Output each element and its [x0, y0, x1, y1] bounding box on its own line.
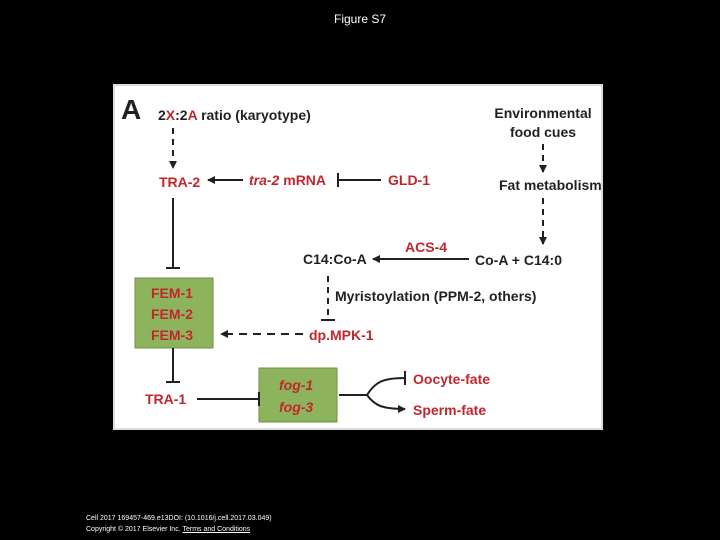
coa-c14-label: Co-A + C14:0 — [475, 252, 562, 268]
acs4-label: ACS-4 — [405, 239, 447, 255]
panel-letter: A — [121, 94, 141, 125]
copyright-line: Copyright © 2017 Elsevier Inc. Terms and… — [86, 524, 272, 535]
tra2-mrna-label: tra-2 mRNA — [249, 172, 326, 188]
fem-box — [134, 277, 214, 349]
karyotype-label: 2X:2A ratio (karyotype) — [158, 107, 311, 123]
fog-to-sperm-arrow — [366, 394, 406, 413]
karyotype-mid: :2 — [175, 107, 188, 123]
fem3-label: FEM-3 — [151, 327, 193, 343]
footer: Cell 2017 169457-469.e13DOI: (10.1016/j.… — [86, 513, 272, 535]
karyotype-x: X — [166, 107, 176, 123]
dpmpk1-label: dp.MPK-1 — [309, 327, 374, 343]
c14coa-label: C14:Co-A — [303, 251, 367, 267]
fog1-label: fog-1 — [279, 377, 313, 393]
copyright-text: Copyright © 2017 Elsevier Inc. — [86, 526, 181, 533]
diagram-panel: A 2X:2A ratio (karyotype) Environmental … — [113, 84, 603, 430]
environmental-label: Environmental — [494, 105, 591, 121]
fat-metabolism-label: Fat metabolism — [499, 177, 602, 193]
fem2-label: FEM-2 — [151, 306, 193, 322]
myristoylation-label: Myristoylation (PPM-2, others) — [335, 288, 536, 304]
fog3-label: fog-3 — [279, 399, 313, 415]
fog-box — [258, 367, 338, 423]
fog-to-oocyte-curve — [366, 377, 406, 396]
karyotype-prefix: 2 — [158, 107, 166, 123]
tra2-mrna-italic: tra-2 — [249, 172, 280, 188]
terms-link[interactable]: Terms and Conditions — [182, 526, 251, 533]
tra2-mrna-rest: mRNA — [279, 172, 326, 188]
tra1-label: TRA-1 — [145, 391, 186, 407]
citation-text: Cell 2017 169457-469.e13DOI: (10.1016/j.… — [86, 515, 272, 522]
gld1-label: GLD-1 — [388, 172, 430, 188]
tra2-label: TRA-2 — [159, 174, 200, 190]
page-title: Figure S7 — [333, 12, 387, 26]
panel-border — [113, 84, 603, 430]
food-cues-label: food cues — [510, 124, 576, 140]
sperm-fate-label: Sperm-fate — [413, 402, 486, 418]
karyotype-suffix: ratio (karyotype) — [197, 107, 311, 123]
karyotype-a: A — [188, 107, 198, 123]
fem1-label: FEM-1 — [151, 285, 193, 301]
pathway-diagram: A 2X:2A ratio (karyotype) Environmental … — [113, 84, 603, 430]
oocyte-fate-label: Oocyte-fate — [413, 371, 490, 387]
